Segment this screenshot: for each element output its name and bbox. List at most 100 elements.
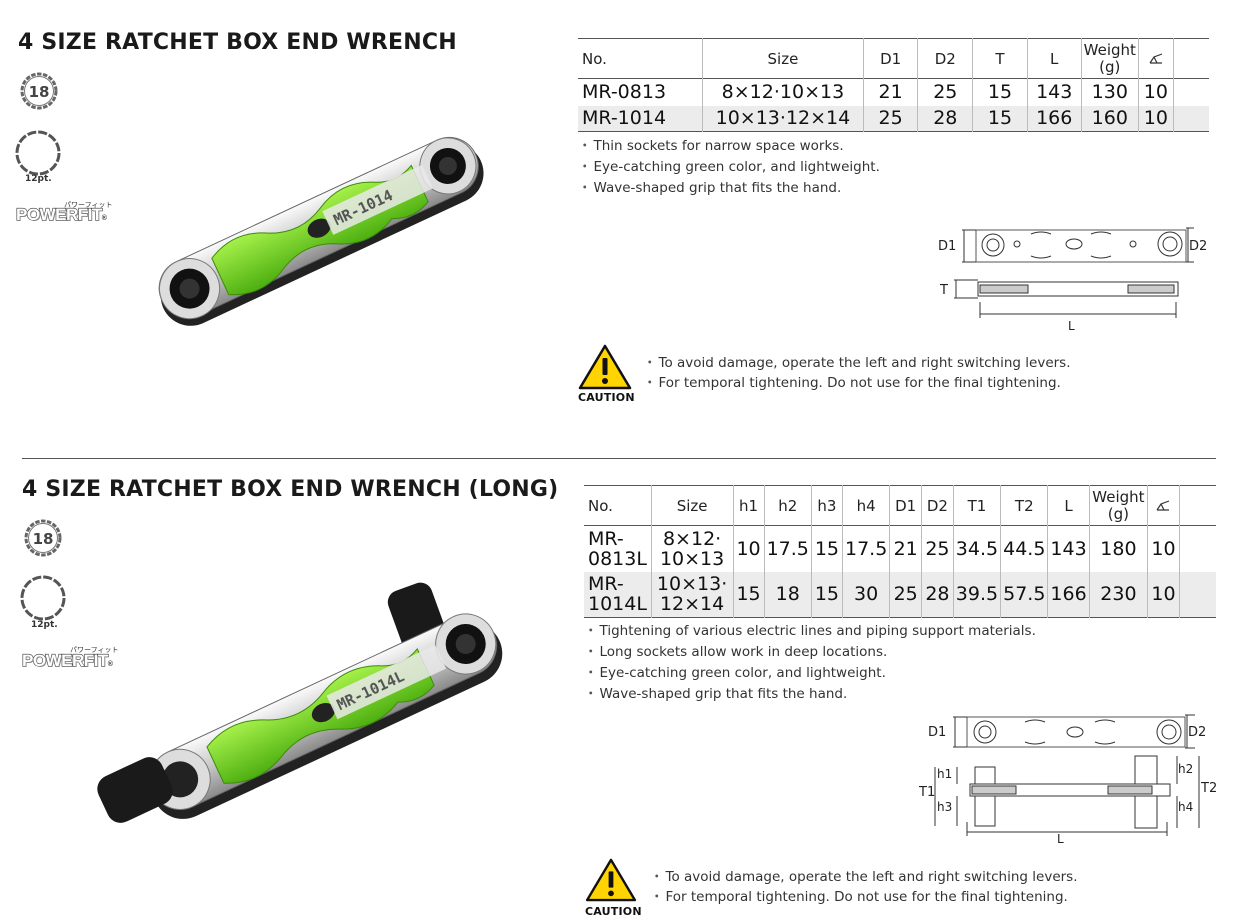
12pt-label: 12pt. [31, 620, 58, 630]
cell: 25 [862, 105, 918, 132]
wrench-photo-standard: MR-1014 [115, 110, 525, 354]
header-empty [1178, 485, 1216, 526]
header-no: No. [588, 496, 613, 515]
header-size: Size [702, 38, 864, 79]
list-item: Long sockets allow work in deep location… [584, 642, 1036, 663]
cell: 143 [1026, 78, 1082, 106]
cell [1172, 78, 1209, 106]
list-item: To avoid damage, operate the left and ri… [650, 868, 1078, 888]
cell: 160 [1080, 105, 1139, 132]
cell-part: 0813L [588, 547, 647, 570]
cell: 25 [917, 78, 973, 106]
cell-part: 8×12· [662, 527, 722, 550]
cell: 17.5 [841, 525, 890, 572]
cell [1172, 105, 1209, 132]
dim-h2-label: h2 [1178, 762, 1193, 776]
header-d1: D1 [862, 38, 918, 79]
cell: 15 [972, 78, 1028, 106]
cell: 57.5 [1000, 571, 1048, 618]
header-d2: D2 [917, 38, 973, 79]
header-no: No. [582, 49, 607, 68]
dim-d2-label: D2 [1189, 239, 1207, 254]
caution-text: To avoid damage, operate the left and ri… [650, 868, 1078, 907]
table-row: MR-0813L 8×12·10×13 10 17.5 15 17.5 21 2… [584, 525, 1216, 572]
cell-size: 8×12·10×13 [650, 525, 734, 572]
badge-number: 18 [29, 83, 50, 101]
cell [1178, 571, 1216, 618]
cell [1178, 525, 1216, 572]
dim-t-label: T [939, 283, 948, 298]
pack-quantity-icon [1149, 52, 1163, 64]
table-row: MR-1014L 10×13·12×14 15 18 15 30 25 28 3… [584, 571, 1216, 618]
weight-label: Weight [1092, 487, 1145, 506]
list-item: Thin sockets for narrow space works. [578, 136, 880, 157]
header-t1: T1 [952, 485, 1001, 526]
cell: 230 [1088, 571, 1148, 618]
cell: 34.5 [952, 525, 1001, 572]
header-d1: D1 [889, 485, 922, 526]
header-d2: D2 [921, 485, 954, 526]
weight-unit: (g) [1099, 57, 1121, 76]
list-item: To avoid damage, operate the left and ri… [643, 354, 1071, 374]
dim-l-label: L [1068, 319, 1075, 333]
header-h4: h4 [841, 485, 890, 526]
cell: 10 [732, 525, 765, 572]
cell: 10×13·12×14 [702, 105, 864, 132]
cell: 39.5 [952, 571, 1001, 618]
table-row: MR-1014 10×13·12×14 25 28 15 166 160 10 [578, 105, 1209, 132]
brand-name: POWERFIT [21, 650, 108, 670]
brand-reg-mark: ® [101, 215, 107, 222]
header-t2: T2 [1000, 485, 1048, 526]
cell-part: 1014L [588, 593, 647, 616]
cell: 10 [1137, 105, 1174, 132]
cell: 10 [1137, 78, 1174, 106]
cell: 25 [921, 525, 954, 572]
spec-table-long: No. Size h1 h2 h3 h4 D1 D2 T1 T2 L Weigh… [584, 485, 1216, 618]
cell: MR-1014 [582, 107, 667, 130]
dim-d1-label: D1 [928, 725, 946, 740]
header-l: L [1026, 38, 1082, 79]
cell: 130 [1080, 78, 1139, 106]
cell: 10 [1147, 571, 1180, 618]
cell: 28 [921, 571, 954, 618]
dim-t1-label: T1 [918, 785, 935, 800]
dim-h1-label: h1 [937, 767, 952, 781]
caution-triangle-icon [585, 858, 637, 902]
section1-title: 4 SIZE RATCHET BOX END WRENCH [18, 30, 457, 55]
caution-label: CAUTION [578, 391, 635, 404]
12-point-socket-icon [19, 574, 67, 626]
cell: MR-0813 [582, 81, 667, 104]
header-size: Size [650, 485, 734, 526]
cell-part: MR- [588, 527, 624, 550]
header-h2: h2 [763, 485, 812, 526]
cell: 166 [1026, 105, 1082, 132]
cell: 25 [889, 571, 922, 618]
list-item: Tightening of various electric lines and… [584, 621, 1036, 642]
caution-label: CAUTION [585, 905, 642, 918]
brand-kana: パワーフィット [64, 201, 113, 209]
cell: 166 [1047, 571, 1090, 618]
weight-unit: (g) [1107, 504, 1130, 523]
header-weight: Weight(g) [1088, 485, 1148, 526]
cell: 44.5 [1000, 525, 1048, 572]
cell: 21 [862, 78, 918, 106]
list-item: Wave-shaped grip that fits the hand. [584, 684, 1036, 705]
list-item: Eye-catching green color, and lightweigh… [578, 157, 880, 178]
header-l: L [1047, 485, 1090, 526]
cell: 8×12·10×13 [702, 78, 864, 106]
brand-reg-mark: ® [107, 661, 113, 668]
12pt-label: 12pt. [25, 174, 52, 184]
badge-number: 18 [33, 530, 54, 548]
dim-d2-label: D2 [1188, 725, 1206, 740]
section2-title: 4 SIZE RATCHET BOX END WRENCH (LONG) [22, 477, 559, 502]
cell: 180 [1088, 525, 1148, 572]
cell: 143 [1047, 525, 1090, 572]
dim-h4-label: h4 [1178, 800, 1193, 814]
dim-d1-label: D1 [938, 239, 956, 254]
cell: 15 [732, 571, 765, 618]
list-item: Wave-shaped grip that fits the hand. [578, 178, 880, 199]
dimension-diagram-standard: D1 D2 T L [936, 222, 1216, 341]
caution-icon-block [585, 858, 637, 906]
cell: 18 [763, 571, 812, 618]
list-item: For temporal tightening. Do not use for … [650, 888, 1078, 908]
